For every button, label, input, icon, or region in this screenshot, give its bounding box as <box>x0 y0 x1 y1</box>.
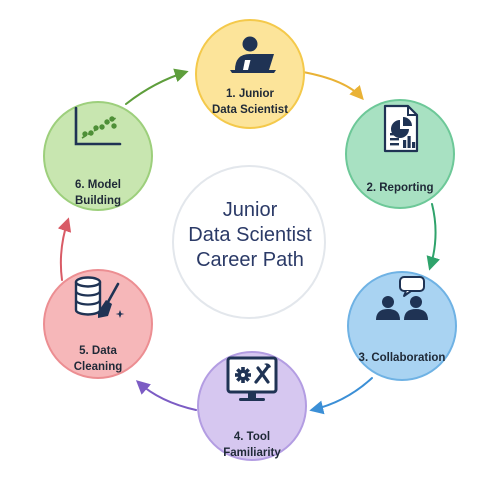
center-circle <box>172 165 326 319</box>
step-label-2-line-1: 2. Reporting <box>366 182 434 194</box>
center-title-line-1: Junior <box>222 199 278 221</box>
step-circle-2 <box>345 99 455 209</box>
report-document-icon <box>383 104 419 153</box>
monitor-tools-icon <box>226 356 278 401</box>
person-laptop-icon <box>230 36 276 73</box>
step-label-2: 2. Reporting <box>348 180 452 196</box>
step-label-1-line-1: 1. Junior <box>226 88 274 100</box>
step-label-5-line-1: 5. Data <box>79 345 117 357</box>
step-circle-3 <box>347 271 457 381</box>
step-label-4-line-1: 4. Tool <box>233 431 271 443</box>
center-title-line-3: Career Path <box>196 249 304 271</box>
step-label-1-line-2: Data Scientist <box>211 104 289 116</box>
step-label-3-line-1: 3. Collaboration <box>358 352 446 364</box>
center-title-line-2: Data Scientist <box>188 224 312 246</box>
step-label-4-line-2: Familiarity <box>223 447 281 459</box>
arrow-step-4-to-5 <box>135 380 197 411</box>
arrow-step-6-to-1 <box>125 68 189 105</box>
step-circle-5 <box>43 269 153 379</box>
step-label-5-line-2: Cleaning <box>73 361 123 373</box>
scatter-plot-icon <box>74 106 122 146</box>
step-circle-6 <box>43 101 153 211</box>
step-circle-1 <box>195 19 305 129</box>
step-label-6: 6. Model Building <box>46 177 150 209</box>
arrow-step-1-to-2 <box>302 71 364 101</box>
step-label-1: 1. Junior Data Scientist <box>198 86 302 118</box>
arrow-step-2-to-3 <box>426 203 441 271</box>
step-label-4: 4. Tool Familiarity <box>200 429 304 461</box>
step-label-3: 3. Collaboration <box>350 350 454 366</box>
step-label-5: 5. Data Cleaning <box>46 343 150 375</box>
arrow-step-3-to-4 <box>309 377 373 415</box>
step-label-6-line-2: Building <box>75 195 121 207</box>
arrow-step-5-to-6 <box>57 217 72 281</box>
step-label-6-line-1: 6. Model <box>74 179 121 191</box>
database-broom-icon <box>74 276 125 318</box>
collaboration-chat-icon <box>376 276 428 320</box>
center-title: Junior Data Scientist Career Path <box>170 198 330 273</box>
step-circle-4 <box>197 351 307 461</box>
